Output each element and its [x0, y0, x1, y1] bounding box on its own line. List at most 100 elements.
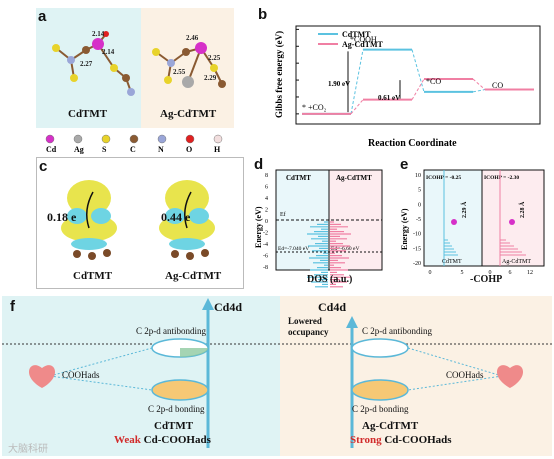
y-axis-label: Gibbs free energy (eV): [274, 31, 284, 118]
right-antibonding: C 2p-d antibonding: [362, 326, 432, 336]
bond-label: 2.55: [173, 68, 186, 76]
panel-f: f Cd4d Cd4d C 2p-d antibonding C 2p-d bo…: [2, 296, 552, 456]
y-tick-label: -8: [263, 265, 268, 271]
y-tick-label: 8: [265, 173, 268, 179]
state-label: *CO: [426, 77, 441, 86]
legend-dot: [45, 134, 55, 144]
y-tick-label: 4: [265, 196, 268, 202]
barrier-label: 1.90 eV: [328, 80, 350, 88]
bond-label: 2.29: [204, 74, 217, 82]
y-tick-label: -15: [413, 246, 421, 252]
cohp-right-area: [481, 169, 545, 267]
panel-c-right-caption: Ag-CdTMT: [165, 270, 222, 282]
state-label: CO: [492, 81, 503, 90]
connector: [350, 99, 364, 115]
bond-label: 2.27: [80, 60, 93, 68]
connector: [411, 78, 425, 100]
dband-label-right: Ed=-6.60 eV: [331, 246, 359, 252]
connector: [472, 89, 486, 93]
charge-density-images: [61, 180, 215, 260]
connector: [472, 78, 486, 90]
right-ads: COOHads: [446, 370, 484, 380]
state-label: *COOH: [350, 35, 377, 44]
y-tick-label: -6: [263, 254, 268, 260]
y-tick-label: 0: [265, 219, 268, 225]
barrier-label: 0.61 eV: [378, 94, 400, 102]
strong-label: Strong: [350, 434, 382, 446]
cd-atom-right: [509, 219, 515, 225]
weak-label: Weak: [114, 434, 141, 446]
cohp-left-area: [423, 169, 483, 267]
panel-a-left-caption: CdTMT: [68, 108, 108, 120]
cohp-right-name: Ag-CdTMT: [502, 259, 531, 265]
panel-d-label: d: [254, 156, 264, 173]
dos-right-title: Ag-CdTMT: [336, 174, 372, 182]
x-tick-label: 12: [527, 270, 533, 276]
cd4d-right: Cd4d: [318, 300, 347, 314]
y-tick-label: 10: [415, 173, 421, 179]
legend-dot: [101, 134, 111, 144]
y-tick-label: -10: [413, 232, 421, 238]
y-tick-label: -5: [416, 217, 421, 223]
y-tick-label: -4: [263, 242, 268, 248]
panel-f-label: f: [10, 298, 15, 315]
dos-left-title: CdTMT: [286, 174, 311, 182]
y-tick-label: -2: [263, 231, 268, 237]
atom-legend: Cd Ag S C N O H: [42, 132, 242, 154]
right-strength-line: Strong Cd-COOHads: [350, 434, 452, 446]
y-axis-label: Energy (eV): [254, 206, 263, 248]
y-tick-label: 2: [265, 208, 268, 214]
panel-e-xlabel: -COHP: [470, 274, 503, 285]
x-tick-label: 0: [429, 270, 432, 276]
bond-label: 2.46: [186, 34, 199, 42]
icohp-right: ICOHP = -2.30: [484, 175, 519, 181]
fermi-label: Ef: [280, 211, 286, 218]
panel-b-label: b: [258, 6, 268, 23]
legend-label: Ag: [74, 145, 84, 154]
bond-label: 2.14: [102, 48, 115, 56]
legend-label: Ag-CdTMT: [342, 40, 384, 49]
legend-dot: [185, 134, 195, 144]
panel-a: a 2.27 2.14 2.1: [36, 8, 234, 128]
legend-dot: [213, 134, 223, 144]
bond-text-right: Cd-COOHads: [384, 434, 452, 446]
connector: [350, 49, 364, 114]
lowered-occupancy: Lowered occupancy: [288, 316, 329, 337]
left-antibonding: C 2p-d antibonding: [136, 326, 206, 336]
panel-a-right-caption: Ag-CdTMT: [160, 108, 217, 120]
left-bonding: C 2p-d bonding: [148, 404, 205, 414]
bond-label: 2.25: [208, 54, 221, 62]
legend-label: H: [214, 145, 221, 154]
legend-label: S: [102, 145, 107, 154]
legend-label: O: [186, 145, 192, 154]
legend-label: C: [130, 145, 136, 154]
panel-c-left-caption: CdTMT: [73, 270, 113, 282]
legend-dot: [73, 134, 83, 144]
legend-label: Cd: [46, 145, 57, 154]
panel-a-right-bg: [141, 8, 234, 128]
left-name: CdTMT: [154, 420, 194, 432]
right-bonding: C 2p-d bonding: [352, 404, 409, 414]
panel-a-left-bg: [36, 8, 141, 128]
x-tick-label: 0: [489, 270, 492, 276]
bond-label: 2.14: [92, 30, 105, 38]
y-tick-label: 0: [418, 202, 421, 208]
left-strength-line: Weak Cd-COOHads: [114, 434, 211, 446]
panel-c-right-value: 0.44 e: [161, 210, 191, 224]
y-tick-label: 6: [265, 185, 268, 191]
distance-right: 2.28 Å: [518, 201, 526, 218]
panel-c: c 0.18 e 0.44 e CdTMT Ag-CdTMT: [36, 157, 244, 289]
distance-left: 2.29 Å: [460, 201, 468, 218]
watermark: 大脑科研: [8, 444, 48, 455]
cohp-left-name: CdTMT: [442, 259, 462, 265]
cd4d-left: Cd4d: [214, 300, 243, 314]
bond-text-left: Cd-COOHads: [143, 434, 211, 446]
legend-label: N: [158, 145, 164, 154]
left-ads: COOHads: [62, 370, 100, 380]
panel-a-label: a: [38, 8, 47, 25]
right-name: Ag-CdTMT: [362, 420, 419, 432]
